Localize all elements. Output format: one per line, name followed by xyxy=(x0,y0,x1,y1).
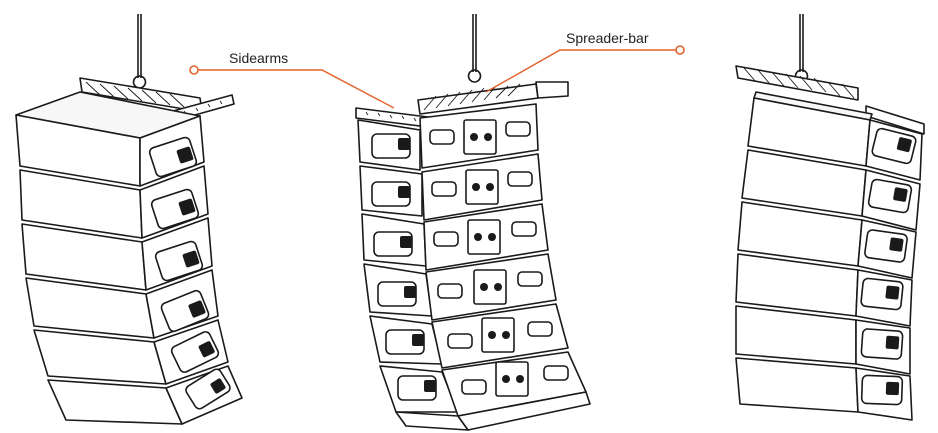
left-array xyxy=(15,14,243,425)
spreader-bar-leader-line xyxy=(485,49,676,93)
spreader-bar-callout-dot xyxy=(675,45,685,55)
center-hanging-cable xyxy=(472,14,477,72)
center-array xyxy=(355,14,591,431)
center-cabinet-1 xyxy=(357,103,539,171)
left-shackle xyxy=(132,75,147,89)
left-cabinet-1 xyxy=(15,91,205,187)
center-cabinet-2 xyxy=(359,153,543,221)
center-cabinet-3 xyxy=(361,203,549,271)
left-cabinet-5 xyxy=(33,319,229,385)
left-hanging-cable xyxy=(137,14,142,78)
sidearms-label: Sidearms xyxy=(229,50,288,66)
right-hanging-cable xyxy=(799,14,804,72)
sidearms-callout: Sidearms xyxy=(189,50,395,109)
right-cabinet-5 xyxy=(735,305,911,375)
spreader-bar-callout: Spreader-bar xyxy=(485,30,685,93)
sidearms-callout-dot xyxy=(189,65,199,75)
center-cabinet-6 xyxy=(379,351,591,431)
right-cabinet-4 xyxy=(735,253,913,327)
left-cabinet-6 xyxy=(47,365,243,425)
right-cabinet-2 xyxy=(741,149,921,231)
right-cabinet-3 xyxy=(737,201,917,279)
spreader-bar-label: Spreader-bar xyxy=(566,30,649,46)
right-array xyxy=(735,14,925,421)
center-shackle xyxy=(467,69,482,83)
left-cabinet-2 xyxy=(19,165,209,239)
center-cabinet-4 xyxy=(363,253,557,321)
right-cabinet-1 xyxy=(747,91,923,181)
right-cabinet-6 xyxy=(735,357,913,421)
center-cabinet-5 xyxy=(369,303,569,369)
left-cabinet-3 xyxy=(21,217,213,291)
sidearms-leader-line xyxy=(198,69,395,109)
left-cabinet-4 xyxy=(25,269,219,339)
